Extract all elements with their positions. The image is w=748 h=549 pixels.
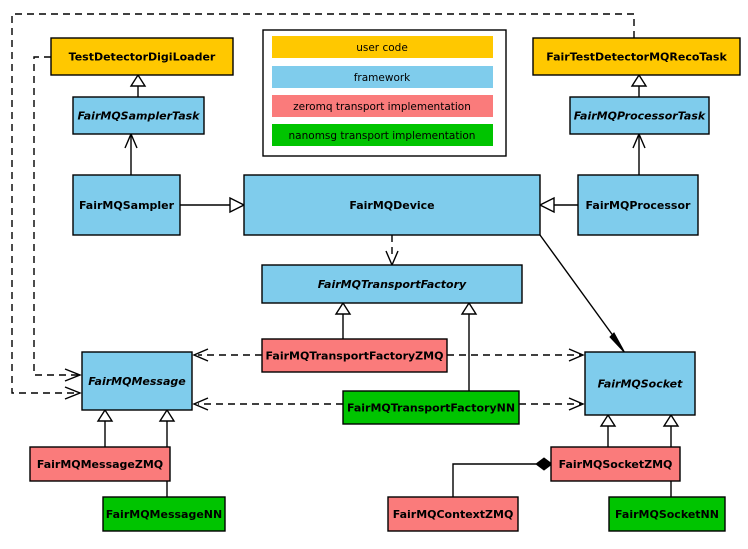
class-box-label: FairMQContextZMQ bbox=[393, 508, 514, 521]
edge-processortask-to-recotask bbox=[630, 73, 648, 97]
class-box-label: FairMQSocketZMQ bbox=[559, 458, 673, 471]
class-box-label: FairMQSocketNN bbox=[615, 508, 719, 521]
class-box-rect[interactable] bbox=[72, 174, 181, 236]
class-box-fairtestdetectormqrecotask[interactable]: FairTestDetectorMQRecoTask bbox=[532, 37, 741, 76]
legend: user code framework zeromq transport imp… bbox=[262, 29, 507, 157]
class-box-fairmqtransportfactorynn[interactable]: FairMQTransportFactoryNN bbox=[342, 390, 520, 425]
legend-item-nanomsg: nanomsg transport implementation bbox=[272, 124, 493, 146]
class-box-label: FairMQSampler bbox=[79, 199, 175, 212]
class-box-label: FairMQMessageNN bbox=[106, 508, 222, 521]
class-box-rect[interactable] bbox=[102, 496, 226, 532]
edge-samplertask-to-digiloader bbox=[129, 73, 147, 97]
class-box-label: FairMQProcessor bbox=[586, 199, 691, 212]
class-box-rect[interactable] bbox=[584, 351, 696, 416]
class-box-fairmqsampler[interactable]: FairMQSampler bbox=[72, 174, 181, 236]
class-box-rect[interactable] bbox=[243, 174, 541, 236]
legend-label-user-code: user code bbox=[356, 42, 408, 54]
class-box-fairmqprocessortask[interactable]: FairMQProcessorTask bbox=[569, 96, 710, 135]
edge-sampler-to-device bbox=[180, 196, 246, 214]
class-box-rect[interactable] bbox=[29, 446, 171, 482]
class-box-fairmqsocketnn[interactable]: FairMQSocketNN bbox=[608, 496, 726, 532]
legend-item-framework: framework bbox=[272, 66, 493, 88]
edge-recotask-to-message bbox=[11, 13, 635, 400]
node-layer: TestDetectorDigiLoader FairTestDetectorMQ… bbox=[29, 37, 741, 532]
edge-factoryzmq-to-factory bbox=[334, 301, 352, 339]
class-box-testdetectordigiloader[interactable]: TestDetectorDigiLoader bbox=[50, 37, 234, 76]
edge-layer bbox=[11, 13, 680, 497]
class-box-fairmqdevice[interactable]: FairMQDevice bbox=[243, 174, 541, 236]
class-box-rect[interactable] bbox=[81, 351, 193, 411]
class-box-rect[interactable] bbox=[50, 37, 234, 76]
legend-item-user-code: user code bbox=[272, 36, 493, 58]
class-box-fairmqprocessor[interactable]: FairMQProcessor bbox=[577, 174, 699, 236]
edge-factoryzmq-to-message bbox=[192, 348, 262, 362]
class-box-fairmqsocketzmq[interactable]: FairMQSocketZMQ bbox=[550, 446, 681, 482]
class-box-rect[interactable] bbox=[532, 37, 741, 76]
class-box-label: FairMQTransportFactoryNN bbox=[347, 402, 515, 415]
class-box-rect[interactable] bbox=[550, 446, 681, 482]
class-box-fairmqsamplertask[interactable]: FairMQSamplerTask bbox=[72, 96, 205, 135]
class-box-rect[interactable] bbox=[261, 338, 448, 373]
class-box-label: TestDetectorDigiLoader bbox=[69, 51, 216, 64]
class-box-label: FairMQDevice bbox=[349, 199, 434, 212]
class-box-label: FairTestDetectorMQRecoTask bbox=[546, 51, 727, 64]
edge-factorynn-to-factory bbox=[460, 301, 478, 391]
class-box-label: FairMQTransportFactoryZMQ bbox=[266, 350, 444, 363]
legend-label-framework: framework bbox=[354, 72, 411, 84]
class-box-rect[interactable] bbox=[72, 96, 205, 135]
legend-swatch-framework bbox=[272, 66, 493, 88]
class-box-rect[interactable] bbox=[342, 390, 520, 425]
legend-label-zeromq: zeromq transport implementation bbox=[293, 101, 471, 113]
edge-digiloader-to-message bbox=[33, 56, 82, 382]
class-box-label: FairMQSamplerTask bbox=[78, 110, 201, 123]
class-box-label: FairMQTransportFactory bbox=[318, 278, 467, 291]
class-box-rect[interactable] bbox=[577, 174, 699, 236]
class-box-label: FairMQMessage bbox=[88, 375, 186, 388]
class-box-label: FairMQSocket bbox=[598, 378, 684, 391]
legend-swatch-nanomsg bbox=[272, 124, 493, 146]
class-box-fairmqmessage[interactable]: FairMQMessage bbox=[81, 351, 193, 411]
class-box-fairmqmessagezmq[interactable]: FairMQMessageZMQ bbox=[29, 446, 171, 482]
legend-item-zeromq: zeromq transport implementation bbox=[272, 95, 493, 117]
edge-device-to-socket bbox=[539, 234, 626, 354]
edge-socketzmq-to-socket bbox=[599, 413, 617, 447]
class-box-fairmqmessagenn[interactable]: FairMQMessageNN bbox=[102, 496, 226, 532]
class-box-rect[interactable] bbox=[261, 264, 523, 304]
legend-swatch-zeromq bbox=[272, 95, 493, 117]
class-box-rect[interactable] bbox=[387, 496, 519, 532]
class-box-rect[interactable] bbox=[569, 96, 710, 135]
edge-factoryzmq-to-socket bbox=[447, 348, 585, 362]
class-box-label: FairMQProcessorTask bbox=[574, 110, 706, 123]
edge-factorynn-to-socket bbox=[519, 397, 585, 411]
class-box-fairmqtransportfactoryzmq[interactable]: FairMQTransportFactoryZMQ bbox=[261, 338, 448, 373]
class-box-fairmqcontextzmq[interactable]: FairMQContextZMQ bbox=[387, 496, 519, 532]
class-box-rect[interactable] bbox=[608, 496, 726, 532]
legend-swatch-user-code bbox=[272, 36, 493, 58]
edge-messagezmq-to-message bbox=[96, 408, 114, 447]
legend-label-nanomsg: nanomsg transport implementation bbox=[289, 130, 476, 142]
class-box-label: FairMQMessageZMQ bbox=[37, 458, 163, 471]
edge-processor-to-device bbox=[538, 196, 578, 214]
class-box-fairmqsocket[interactable]: FairMQSocket bbox=[584, 351, 696, 416]
edge-factorynn-to-message bbox=[192, 397, 343, 411]
class-box-fairmqtransportfactory[interactable]: FairMQTransportFactory bbox=[261, 264, 523, 304]
